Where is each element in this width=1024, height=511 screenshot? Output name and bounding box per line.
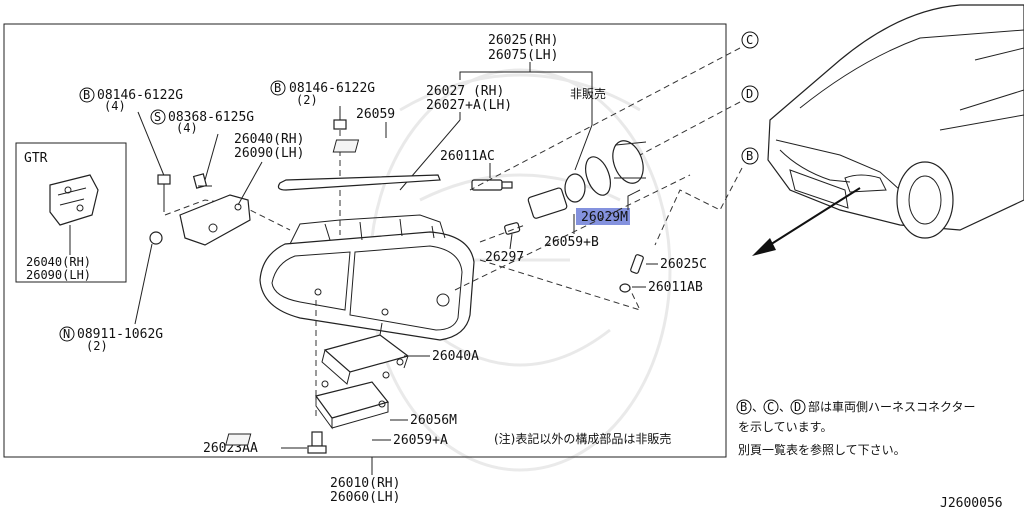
svg-text:08911-1062G: 08911-1062G: [77, 327, 163, 342]
part-26027-rh: 26027 (RH): [426, 84, 504, 99]
svg-text:別頁一覧表を参照して下さい。: 別頁一覧表を参照して下さい。: [738, 442, 906, 457]
part-26090-lh: 26090(LH): [234, 146, 304, 161]
bracket-26040a-drawing: [321, 322, 410, 385]
ballast-26056m-drawing: [314, 380, 390, 430]
part-26011ac: 26011AC: [440, 149, 495, 164]
svg-text:08146-6122G: 08146-6122G: [289, 81, 375, 96]
car-front-drawing: [767, 4, 1024, 239]
bulb-26025c-drawing: [619, 254, 644, 293]
svg-text:を示しています。: を示しています。: [738, 420, 832, 434]
gtr-part-26040: 26040(RH): [26, 255, 91, 269]
part-26011ab: 26011AB: [648, 280, 703, 295]
svg-text:D: D: [746, 87, 753, 101]
gtr-bracket-drawing: [49, 174, 99, 226]
svg-text:B: B: [746, 149, 753, 163]
part-26075-lh: 26075(LH): [488, 48, 558, 63]
part-26040a: 26040A: [432, 349, 479, 364]
connector-note: B 、 C 、 D 部は車両側ハーネスコネクター を示しています。 別頁一覧表を…: [736, 399, 976, 457]
callout-c: C: [741, 31, 759, 49]
svg-text:08368-6125G: 08368-6125G: [168, 110, 254, 125]
part-26056m: 26056M: [410, 413, 457, 428]
part-26060-lh: 26060(LH): [330, 490, 400, 505]
svg-text:N: N: [63, 327, 70, 341]
svg-text:C: C: [767, 400, 774, 414]
chip-26059a-drawing: [225, 433, 252, 446]
part-26059a: 26059+A: [393, 433, 448, 448]
callout-s-screw: S 08368-6125G (4): [150, 109, 254, 135]
note-not-for-sale: (注)表記以外の構成部品は非販売: [494, 431, 671, 446]
gtr-inset-box: [15, 142, 127, 283]
rod-drawing: [277, 174, 441, 191]
svg-text:B: B: [83, 88, 90, 102]
callout-n-nut: N 08911-1062G (2): [59, 326, 163, 353]
svg-text:(2): (2): [86, 339, 108, 353]
part-26059b: 26059+B: [544, 235, 599, 250]
svg-text:S: S: [154, 110, 161, 124]
svg-text:(2): (2): [296, 93, 318, 107]
svg-text:C: C: [746, 33, 753, 47]
callout-b-right: B: [741, 147, 759, 165]
part-26029m: 26029M: [581, 210, 628, 225]
callout-b-bolt-left: B 08146-6122G (4): [79, 87, 183, 113]
pointer-arrow: [752, 187, 861, 256]
svg-text:B: B: [274, 81, 281, 95]
svg-text:、: 、: [752, 400, 764, 414]
svg-text:、: 、: [779, 400, 791, 414]
svg-text:(4): (4): [104, 99, 126, 113]
part-26025-rh: 26025(RH): [488, 33, 558, 48]
part-26040-rh: 26040(RH): [234, 132, 304, 147]
diagram-code: J2600056: [940, 496, 1003, 511]
part-26025c: 26025C: [660, 257, 707, 272]
svg-text:D: D: [794, 400, 801, 414]
headlamp-assembly-drawing: [259, 214, 475, 341]
svg-text:(4): (4): [176, 121, 198, 135]
svg-text:08146-6122G: 08146-6122G: [97, 88, 183, 103]
diagram-frame: [3, 23, 727, 458]
part-26297: 26297: [485, 250, 524, 265]
gtr-part-26090: 26090(LH): [26, 268, 91, 282]
bolt-26023aa-drawing: [307, 431, 327, 454]
callout-b-bolt-top: B 08146-6122G (2): [270, 80, 375, 107]
bulb-26297-drawing: [504, 222, 521, 235]
part-26059: 26059: [356, 107, 395, 122]
gtr-label: GTR: [24, 151, 48, 166]
bulb-26011ac-drawing: [471, 179, 513, 191]
not-for-sale-label: 非販売: [570, 86, 606, 101]
bulb-socket-drawing: [527, 140, 647, 219]
svg-text:部は車両側ハーネスコネクター: 部は車両側ハーネスコネクター: [808, 399, 976, 414]
highlight-26029m: [576, 208, 630, 225]
svg-text:B: B: [740, 400, 747, 414]
part-26027a-lh: 26027+A(LH): [426, 98, 512, 113]
part-26010-rh: 26010(RH): [330, 476, 400, 491]
callout-d: D: [741, 85, 759, 103]
